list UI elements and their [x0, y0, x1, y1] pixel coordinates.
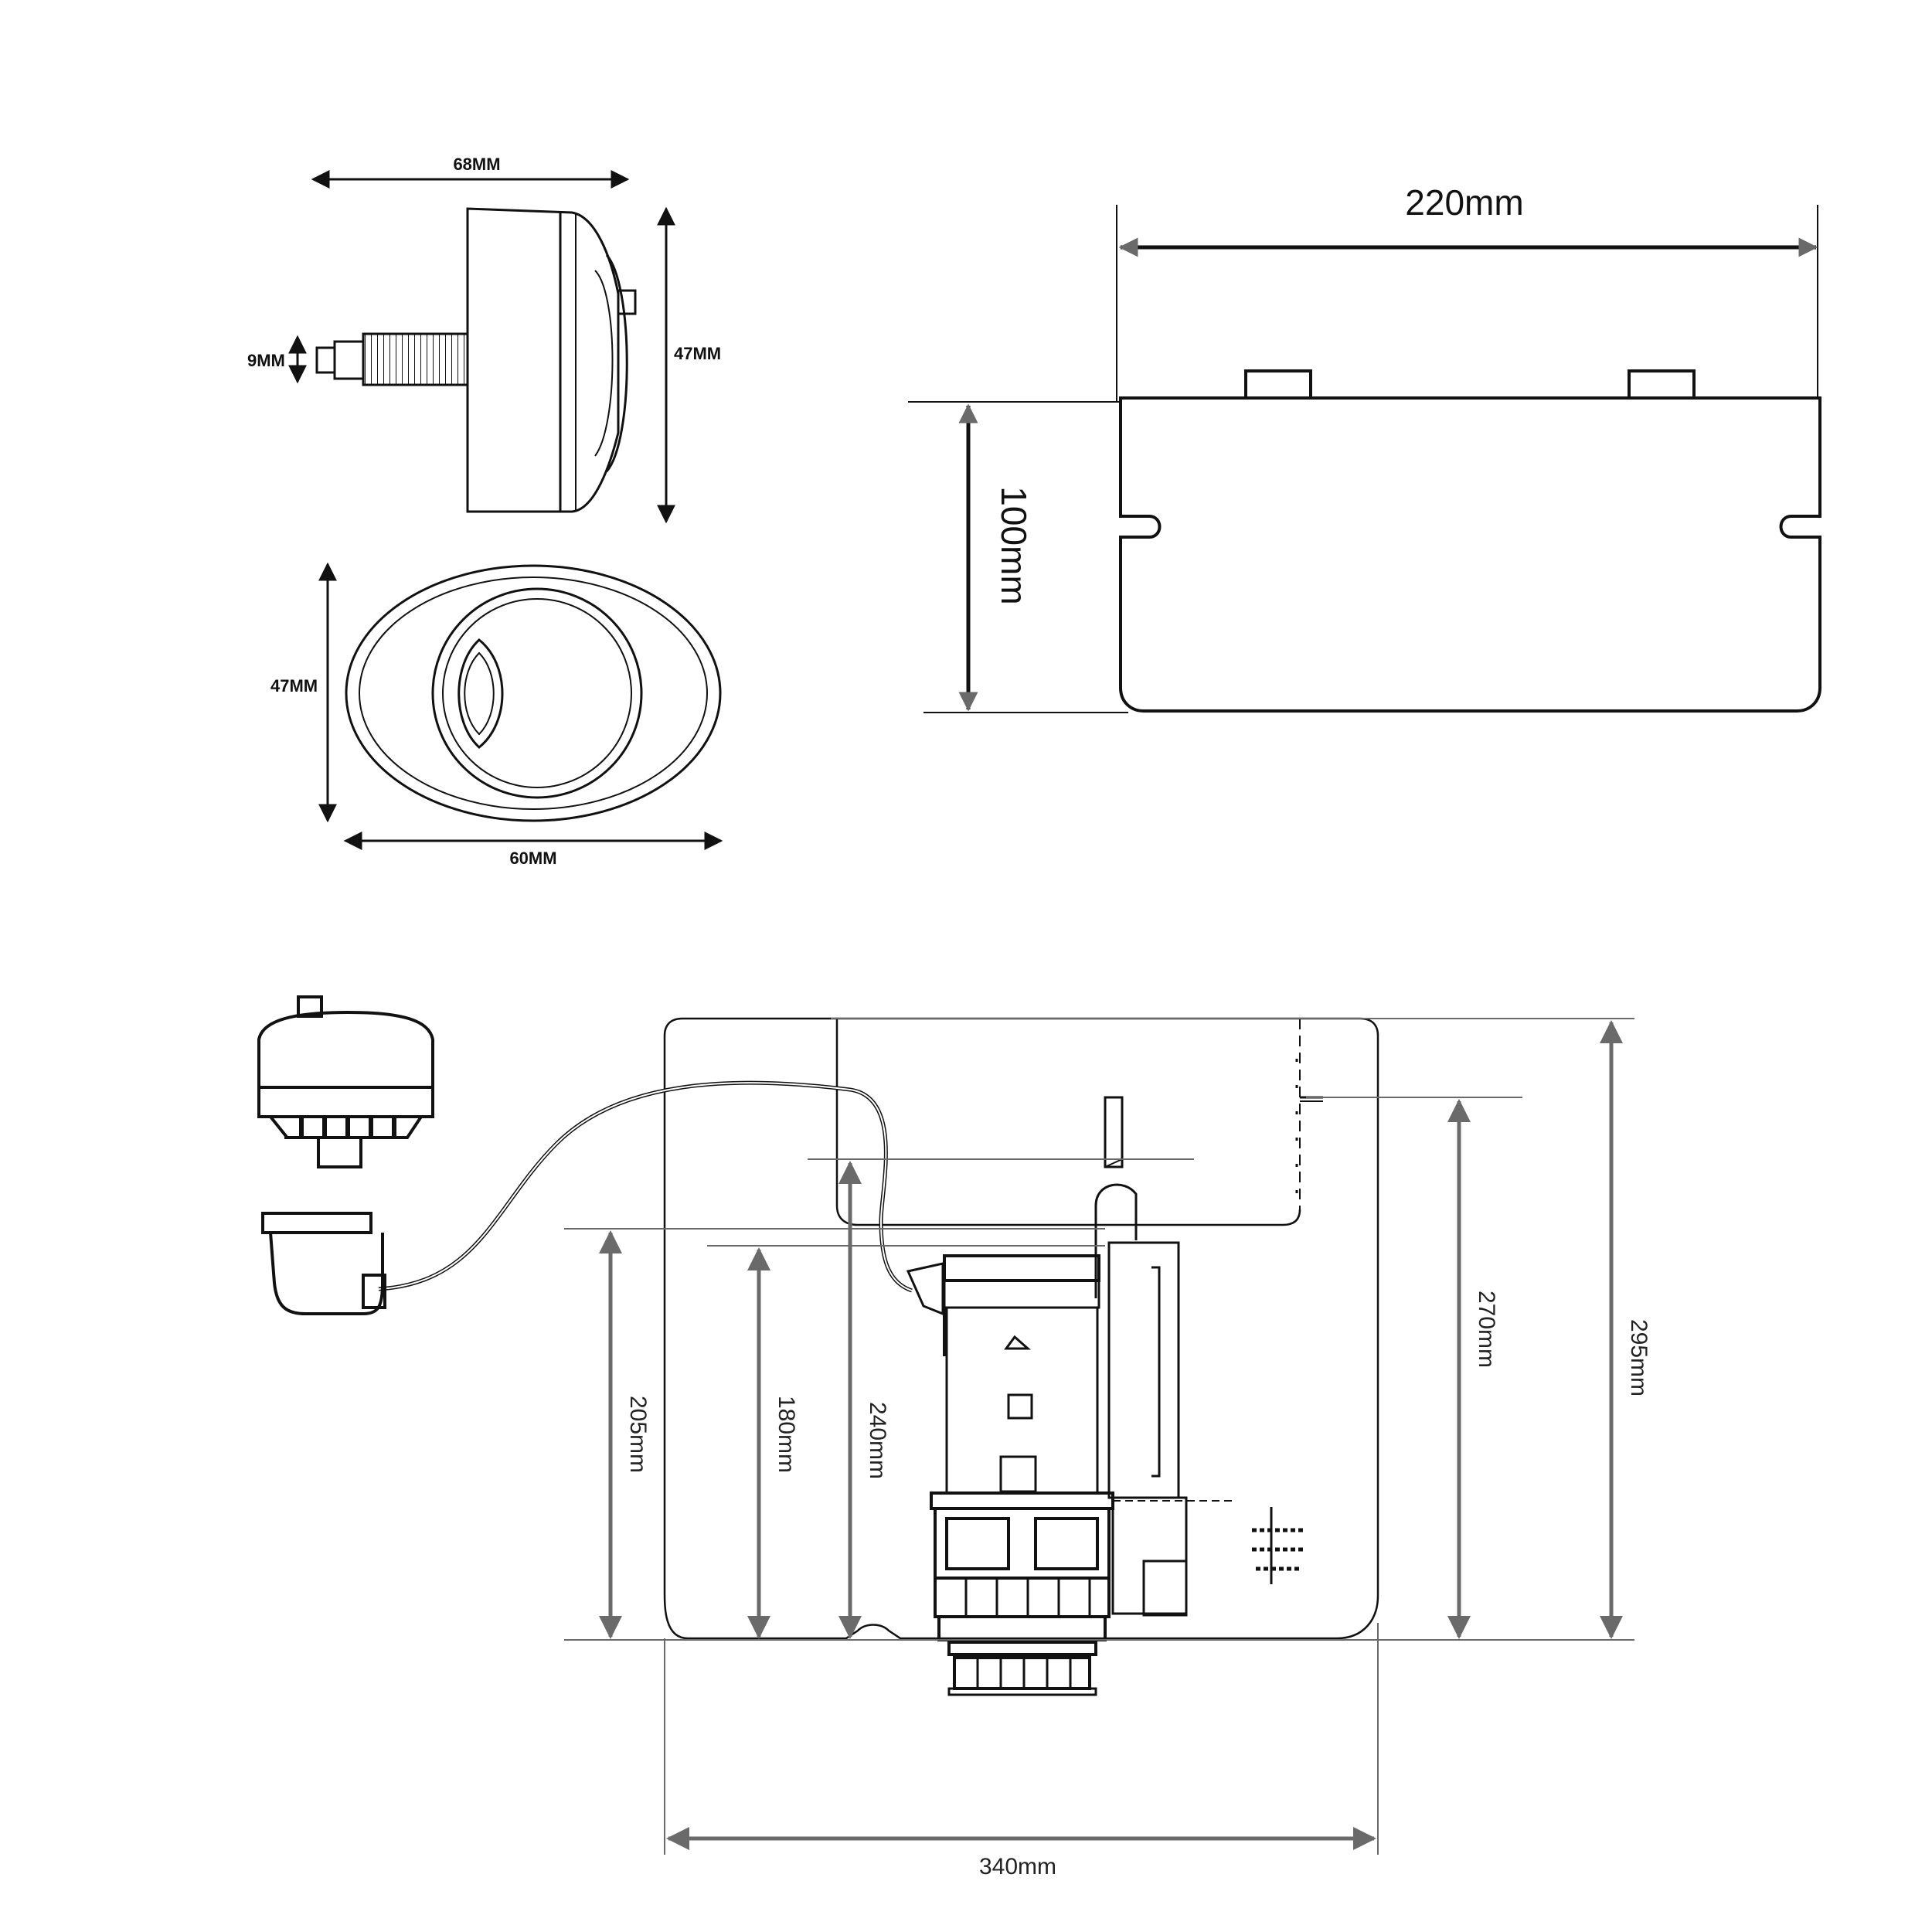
dim-220mm: 220mm [1405, 182, 1523, 223]
push-button-side-view: 68MM 47MM 9MM [247, 155, 721, 524]
dim-270mm: 270mm [1474, 1291, 1499, 1368]
dim-205mm: 205mm [625, 1396, 651, 1473]
dim-60mm: 60MM [509, 849, 556, 868]
dim-240mm: 240mm [865, 1402, 890, 1479]
dim-340mm: 340mm [979, 1854, 1056, 1879]
dim-47mm-side: 47MM [674, 344, 721, 363]
dim-180mm: 180mm [774, 1396, 799, 1473]
cistern-top-view: 220mm 100mm [908, 182, 1821, 713]
dim-68mm: 68MM [453, 155, 500, 174]
dim-100mm: 100mm [994, 486, 1034, 604]
dim-9mm: 9MM [247, 351, 285, 370]
dim-47mm-front: 47MM [270, 676, 318, 696]
push-button-front-view: 47MM 60MM [270, 562, 723, 868]
cistern-assembly-view: 205mm 180mm 240mm 270mm 295mm 340mm [257, 995, 1651, 1879]
dim-295mm: 295mm [1626, 1319, 1651, 1396]
